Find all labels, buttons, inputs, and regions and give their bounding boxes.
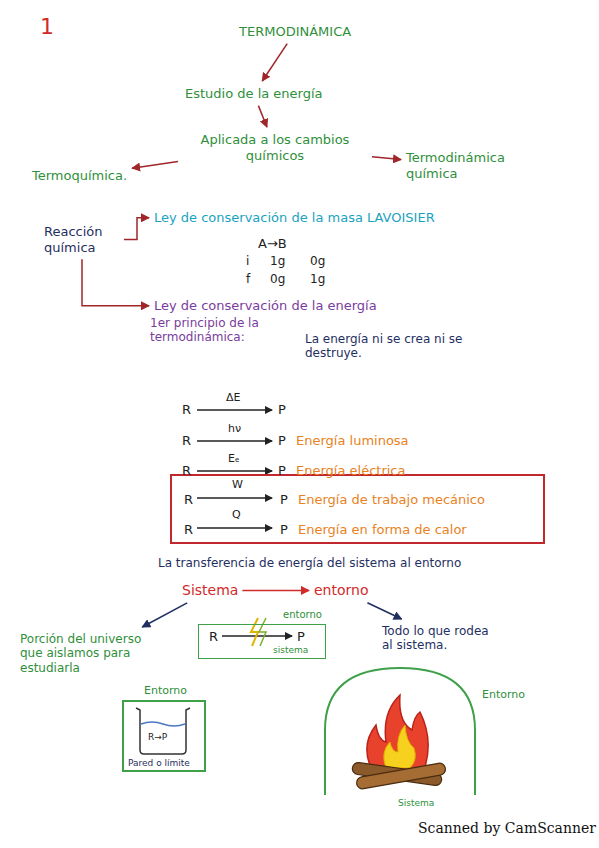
node-text: Estudio de la energía <box>185 86 323 102</box>
arrow-label: hν <box>228 422 241 435</box>
beaker-icon <box>136 708 190 754</box>
fireplace-arch <box>325 668 475 795</box>
fire-flame <box>367 695 428 770</box>
watermark: Scanned by CamScanner <box>418 820 596 837</box>
principle-label: 1er principio de la termodinámica: <box>150 316 300 345</box>
log <box>356 762 447 789</box>
concept-node: Reacción química <box>42 222 122 257</box>
node-subtext: sistema <box>273 645 308 656</box>
node-text: Sistema <box>182 582 238 599</box>
topic-node: Estudio de la energía <box>183 84 325 104</box>
definition-note: Porción del universo que aislamos para e… <box>18 630 168 677</box>
connector-arrow <box>82 259 149 306</box>
node-text: Todo lo que rodea al sistema. <box>382 624 503 653</box>
node-subtext: P <box>297 629 305 645</box>
connector-arrow <box>372 157 401 160</box>
environment-node: entorno <box>312 580 371 601</box>
container-box: EntornoR→PPared o límite <box>122 700 206 772</box>
product: P <box>278 463 286 479</box>
energy-type: Energía eléctrica <box>296 463 405 479</box>
system-box: RPentornosistema <box>198 624 326 659</box>
node-text: R <box>209 629 218 645</box>
node-subtext: Q <box>232 508 241 521</box>
lightning-bolt <box>251 618 258 646</box>
table-cell: f <box>246 272 250 286</box>
table-cell: 0g <box>310 254 325 268</box>
node-subtext: R→P <box>148 732 167 743</box>
node-text: Termodinámica química <box>406 150 522 181</box>
topic-node: Termoquímica. <box>30 166 129 186</box>
table-cell: 0g <box>270 272 285 286</box>
connector-arrow <box>142 603 187 627</box>
node-text: Termoquímica. <box>32 168 127 184</box>
node-text: Ley de conservación de la energía <box>154 298 377 314</box>
reactant: R <box>182 402 191 418</box>
node-subtext: W <box>232 478 243 491</box>
arrow-label: ΔE <box>226 391 240 404</box>
node-subtext: Energía en forma de calor <box>298 522 467 538</box>
node-subtext: entorno <box>283 609 322 621</box>
node-text: Aplicada a los cambios químicos <box>182 132 368 163</box>
connector-arrow <box>132 162 178 169</box>
node-text: Ley de conservación de la masa LAVOISIER <box>154 210 435 226</box>
fireplace-illustration <box>325 668 475 795</box>
reaction-arrow <box>197 470 272 471</box>
connector-arrow <box>258 106 267 127</box>
law-node: Ley de conservación de la masa LAVOISIER <box>152 208 437 228</box>
topic-node: Aplicada a los cambios químicos <box>180 130 370 165</box>
principle-text: La energía ni se crea ni se destruye. <box>305 332 470 361</box>
node-text: R <box>184 492 193 508</box>
node-subtext: R <box>184 522 193 538</box>
arrow-label: Eₑ <box>228 452 240 465</box>
node-text: Entorno <box>144 684 187 697</box>
energy-type: Energía luminosa <box>296 433 409 449</box>
fire-inner-flame <box>384 725 416 768</box>
highlight-box: RWPEnergía de trabajo mecánicoRQPEnergía… <box>170 474 545 544</box>
beaker-outline <box>136 708 190 754</box>
beaker-liquid <box>141 722 185 726</box>
connector-arrow <box>367 603 401 619</box>
reaction-arrow <box>197 409 272 410</box>
node-text: TERMODINÁMICA <box>239 24 351 40</box>
equation: A→B <box>258 236 287 252</box>
lightning-bolt <box>259 618 266 646</box>
reactant: R <box>182 433 191 449</box>
illustration-label: Entorno <box>482 688 525 701</box>
illustration-label: Sistema <box>398 798 434 809</box>
connector-arrow <box>124 218 149 240</box>
system-node: Sistema <box>180 580 240 601</box>
lightning-symbol <box>251 618 266 646</box>
note: La transferencia de energía del sistema … <box>158 556 461 570</box>
law-node: Ley de conservación de la energía <box>152 296 379 316</box>
reactant: R <box>182 463 191 479</box>
definition-note: Todo lo que rodea al sistema. <box>380 622 505 655</box>
reaction-arrow <box>197 440 272 441</box>
table-cell: 1g <box>270 254 285 268</box>
node-subtext: Energía de trabajo mecánico <box>298 492 485 508</box>
node-subtext: Pared o límite <box>128 758 190 769</box>
node-subtext: P <box>280 522 288 538</box>
node-text: Porción del universo que aislamos para e… <box>20 632 166 675</box>
reaction-arrows <box>197 410 292 636</box>
reaction-arrow <box>197 527 272 528</box>
node-text: Reacción química <box>44 224 120 255</box>
topic-heading: TERMODINÁMICA <box>237 22 353 42</box>
reaction-arrow <box>197 497 272 498</box>
table-cell: i <box>246 254 249 268</box>
table-cell: 1g <box>310 272 325 286</box>
product: P <box>278 433 286 449</box>
connector-arrow <box>242 590 309 592</box>
node-text: entorno <box>314 582 369 599</box>
node-subtext: P <box>280 492 288 508</box>
product: P <box>278 402 286 418</box>
topic-node: Termodinámica química <box>404 148 524 183</box>
connector-arrow <box>262 44 287 81</box>
page-number: 1 <box>40 14 54 40</box>
